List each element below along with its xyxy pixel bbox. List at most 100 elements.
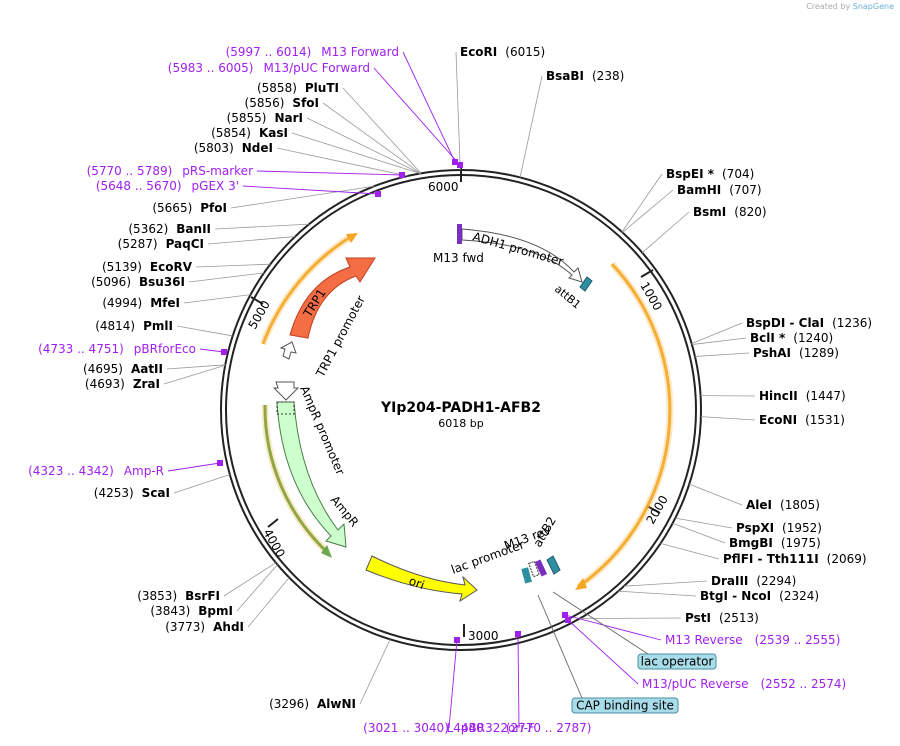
enzyme-label: EcoNI(1531) xyxy=(759,413,845,427)
primer-site[interactable]: M13 Reverse(2539 .. 2555) xyxy=(562,612,840,647)
tick-marks xyxy=(250,168,661,637)
enzyme-site[interactable]: BmgBI(1975) xyxy=(729,536,821,550)
attb1-marker xyxy=(579,276,593,292)
lac-promoter-marker xyxy=(528,560,540,578)
enzyme-label: (5665)PfoI xyxy=(152,201,227,215)
enzyme-site[interactable]: (4695)AatII xyxy=(83,362,163,376)
enzyme-label: (5139)EcoRV xyxy=(102,260,193,274)
enzyme-position: (1952) xyxy=(782,521,822,535)
enzyme-site[interactable]: BclI *(1240) xyxy=(750,331,833,345)
enzyme-site[interactable]: (4814)PmlI xyxy=(95,319,173,333)
primer-range: (5997 .. 6014) xyxy=(226,45,312,59)
enzyme-leader xyxy=(621,173,663,233)
enzyme-leader xyxy=(359,639,391,705)
enzyme-site[interactable]: (5855)NarI xyxy=(227,111,303,125)
tick-4000: 4000 xyxy=(260,527,287,560)
enzyme-name: NdeI xyxy=(242,141,273,155)
primer-leader xyxy=(517,633,520,729)
primer-range: (2770 .. 2787) xyxy=(506,721,592,735)
enzyme-site[interactable]: (5362)BanII xyxy=(128,222,211,236)
enzyme-name: BsrFI xyxy=(185,589,220,603)
enzyme-label: BsmI(820) xyxy=(693,205,767,219)
primer-range: (5983 .. 6005) xyxy=(168,61,254,75)
enzyme-label: (5854)KasI xyxy=(211,126,288,140)
enzyme-site[interactable]: (5139)EcoRV xyxy=(102,260,193,274)
primer-label: (5983 .. 6005)M13/pUC Forward xyxy=(168,61,370,75)
primer-site[interactable]: M13/pUC Reverse(2552 .. 2574) xyxy=(565,617,846,691)
enzyme-site[interactable]: (5665)PfoI xyxy=(152,201,227,215)
enzyme-site[interactable]: BspDI - ClaI(1236) xyxy=(746,316,872,330)
primer-site[interactable]: (5770 .. 5789)pRS-marker xyxy=(87,164,405,178)
enzyme-site[interactable]: (5856)SfoI xyxy=(245,96,319,110)
enzyme-site[interactable]: (3296)AlwNI xyxy=(269,697,356,711)
primer-site[interactable]: (4323 .. 4342)Amp-R xyxy=(28,460,223,478)
enzyme-site[interactable]: (5287)PaqCI xyxy=(118,237,204,251)
primer-label: M13 Reverse(2539 .. 2555) xyxy=(665,633,840,647)
enzyme-leader xyxy=(276,147,408,177)
enzyme-site[interactable]: EcoRI(6015) xyxy=(460,45,545,59)
primer-site[interactable]: (3021 .. 3040)pBR322ori-F xyxy=(363,637,535,735)
enzyme-name: EcoRV xyxy=(150,260,193,274)
primer-site[interactable]: (4733 .. 4751)pBRforEco xyxy=(38,342,227,356)
enzyme-site[interactable]: PflFI - Tth111I(2069) xyxy=(723,552,867,566)
enzyme-site[interactable]: BamHI(707) xyxy=(677,183,762,197)
enzyme-site[interactable]: (4994)MfeI xyxy=(102,296,180,310)
enzyme-site[interactable]: BspEI *(704) xyxy=(666,167,754,181)
enzyme-leader xyxy=(223,562,277,597)
enzyme-site[interactable]: BsmI(820) xyxy=(693,205,767,219)
enzyme-position: (5803) xyxy=(194,141,234,155)
primer-site[interactable]: (5997 .. 6014)M13 Forward xyxy=(226,45,458,165)
enzyme-leader xyxy=(306,117,421,174)
enzyme-site[interactable]: (4693)ZraI xyxy=(85,377,160,391)
enzyme-site[interactable]: BtgI - NcoI(2324) xyxy=(700,589,819,603)
enzyme-site[interactable]: BsaBI(238) xyxy=(546,69,624,83)
enzyme-site[interactable]: (3843)BpmI xyxy=(150,604,233,618)
enzyme-label: (5287)PaqCI xyxy=(118,237,204,251)
enzyme-name: EcoRI xyxy=(460,45,497,59)
enzyme-leader xyxy=(675,517,733,529)
primer-name: pRS-marker xyxy=(182,164,253,178)
enzyme-site[interactable]: PspXI(1952) xyxy=(736,521,822,535)
primer-name: M13/pUC Reverse xyxy=(642,677,749,691)
primer-leader xyxy=(567,619,639,685)
enzyme-position: (5362) xyxy=(128,222,168,236)
enzyme-site[interactable]: (3853)BsrFI xyxy=(137,589,220,603)
primer-site[interactable]: (5648 .. 5670)pGEX 3' xyxy=(96,179,381,197)
enzyme-label: PspXI(1952) xyxy=(736,521,822,535)
ori-label: ori xyxy=(407,574,426,592)
enzyme-leader xyxy=(642,211,690,254)
primer-label: (5770 .. 5789)pRS-marker xyxy=(87,164,253,178)
feature-box-label[interactable]: lac operator xyxy=(637,653,717,670)
enzyme-position: (4814) xyxy=(95,319,135,333)
site-labels: EcoRI(6015)BsaBI(238) BspEI *(704) BamHI(7… xyxy=(28,45,872,735)
enzyme-leader xyxy=(195,263,271,268)
enzyme-site[interactable]: PstI(2513) xyxy=(685,611,759,625)
enzyme-site[interactable]: (5854)KasI xyxy=(211,126,288,140)
enzyme-site[interactable]: EcoNI(1531) xyxy=(759,413,845,427)
enzyme-name: SfoI xyxy=(292,96,319,110)
enzyme-site[interactable]: (5096)Bsu36I xyxy=(91,275,185,289)
enzyme-name: PshAI xyxy=(753,346,791,360)
enzyme-position: (4994) xyxy=(102,296,142,310)
attb1-label: attB1 xyxy=(552,282,583,311)
enzyme-leader xyxy=(214,223,310,230)
feature-box-label[interactable]: CAP binding site xyxy=(571,697,679,714)
primer-site[interactable]: L4440(2770 .. 2787) xyxy=(447,631,592,735)
feature-box-text: lac operator xyxy=(641,655,714,669)
enzyme-site[interactable]: PshAI(1289) xyxy=(753,346,839,360)
enzyme-leader xyxy=(176,325,233,337)
enzyme-position: (5096) xyxy=(91,275,131,289)
primer-leader xyxy=(564,614,662,641)
enzyme-site[interactable]: AleI(1805) xyxy=(746,498,820,512)
enzyme-site[interactable]: (4253)ScaI xyxy=(94,486,170,500)
primer-mark xyxy=(565,617,571,623)
enzyme-site[interactable]: HincII(1447) xyxy=(759,389,846,403)
enzyme-site[interactable]: (5858)PluTI xyxy=(257,81,339,95)
primer-site[interactable]: (5983 .. 6005)M13/pUC Forward xyxy=(168,61,463,168)
enzyme-leader xyxy=(188,272,265,283)
primer-mark xyxy=(452,159,458,165)
enzyme-site[interactable]: (3773)AhdI xyxy=(165,620,244,634)
enzyme-site[interactable]: DraIII(2294) xyxy=(711,574,796,588)
enzyme-site[interactable]: (5803) NdeI xyxy=(194,141,273,155)
enzyme-label: BclI *(1240) xyxy=(750,331,833,345)
